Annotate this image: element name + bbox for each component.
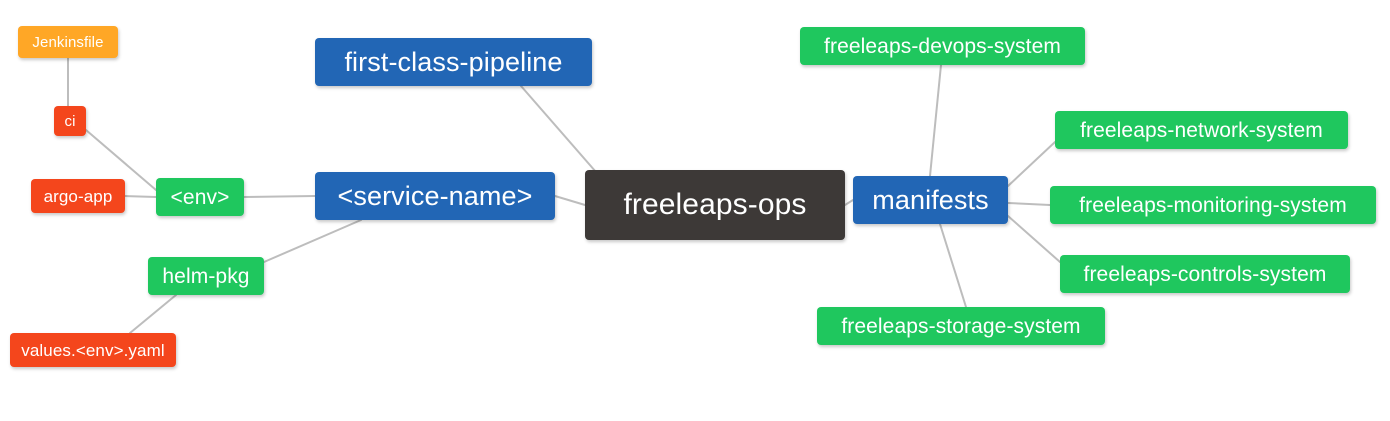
node-label-freeleaps-network-system: freeleaps-network-system: [1080, 118, 1323, 142]
node-freeleaps-monitoring-system[interactable]: freeleaps-monitoring-system: [1050, 186, 1376, 224]
node-label-env: <env>: [170, 185, 230, 209]
edge-service-helm: [263, 219, 362, 263]
edge-manifests-devops: [929, 64, 942, 177]
node-service-name[interactable]: <service-name>: [315, 172, 555, 220]
node-helm-pkg[interactable]: helm-pkg: [148, 257, 264, 295]
node-first-class-pipeline[interactable]: first-class-pipeline: [315, 38, 592, 86]
node-label-manifests: manifests: [872, 184, 989, 215]
node-label-service-name: <service-name>: [337, 180, 533, 211]
node-label-freeleaps-controls-system: freeleaps-controls-system: [1083, 262, 1327, 286]
node-label-freeleaps-storage-system: freeleaps-storage-system: [841, 314, 1081, 338]
edge-service-env: [243, 195, 316, 198]
node-label-freeleaps-monitoring-system: freeleaps-monitoring-system: [1079, 193, 1347, 217]
edge-root-manifests: [844, 199, 854, 206]
node-ci[interactable]: ci: [54, 106, 86, 136]
node-label-argo-app: argo-app: [43, 186, 113, 206]
edge-manifests-monitoring: [1007, 202, 1051, 206]
edge-manifests-storage: [939, 223, 967, 308]
node-label-helm-pkg: helm-pkg: [162, 264, 250, 288]
edge-helm-values: [129, 294, 177, 334]
node-freeleaps-controls-system[interactable]: freeleaps-controls-system: [1060, 255, 1350, 293]
node-jenkinsfile[interactable]: Jenkinsfile: [18, 26, 118, 58]
node-label-ci: ci: [64, 112, 76, 130]
edge-env-argo: [124, 195, 157, 198]
node-freeleaps-ops[interactable]: freeleaps-ops: [585, 170, 845, 240]
node-env[interactable]: <env>: [156, 178, 244, 216]
node-freeleaps-storage-system[interactable]: freeleaps-storage-system: [817, 307, 1105, 345]
node-label-first-class-pipeline: first-class-pipeline: [344, 46, 563, 77]
edge-root-pipeline: [520, 85, 597, 173]
node-label-jenkinsfile: Jenkinsfile: [32, 33, 104, 51]
edge-manifests-network: [1007, 141, 1056, 187]
node-freeleaps-network-system[interactable]: freeleaps-network-system: [1055, 111, 1348, 149]
node-freeleaps-devops-system[interactable]: freeleaps-devops-system: [800, 27, 1085, 65]
node-label-values-env-yaml: values.<env>.yaml: [21, 340, 165, 360]
node-manifests[interactable]: manifests: [853, 176, 1008, 224]
node-values-env-yaml[interactable]: values.<env>.yaml: [10, 333, 176, 367]
node-argo-app[interactable]: argo-app: [31, 179, 125, 213]
node-label-freeleaps-devops-system: freeleaps-devops-system: [824, 34, 1061, 58]
edge-root-service: [554, 195, 586, 206]
node-label-freeleaps-ops: freeleaps-ops: [623, 188, 807, 221]
